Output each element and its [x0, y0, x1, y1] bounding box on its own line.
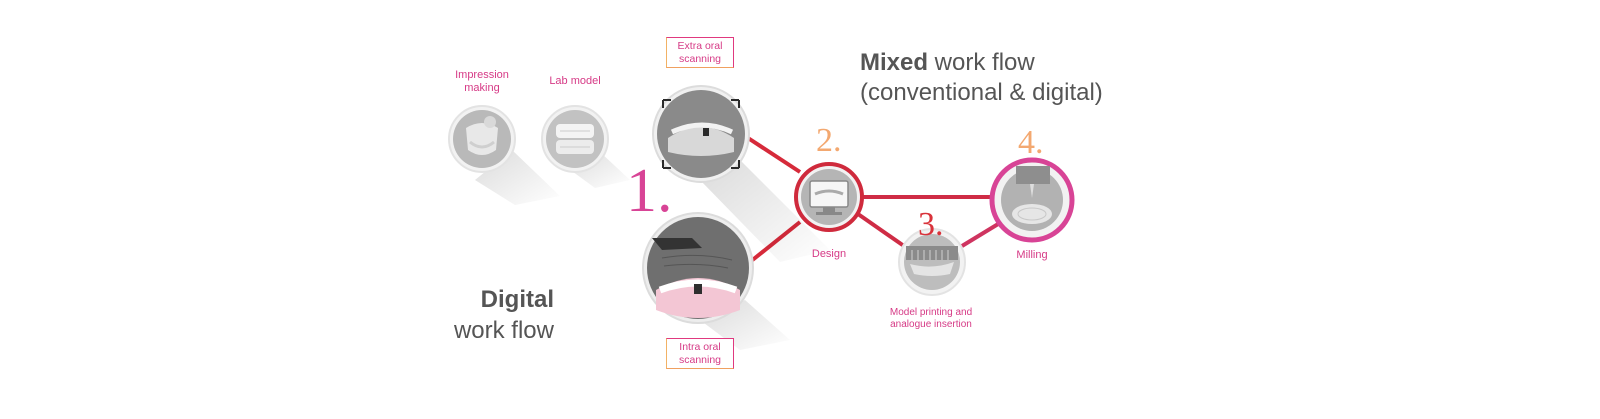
digital-workflow-bold: Digital	[480, 286, 554, 313]
model-printing-node	[898, 228, 966, 296]
milling-node	[989, 157, 1075, 243]
label-milling: Milling	[1016, 249, 1048, 261]
digital-workflow-heading: Digital work flow	[430, 284, 554, 346]
impression-making-node	[448, 105, 516, 173]
mixed-workflow-bold: Mixed	[860, 49, 929, 76]
mixed-workflow-rest: work flow	[928, 49, 1035, 76]
step-number-1: 1.	[626, 157, 673, 225]
label-lab-model: Lab model	[549, 75, 601, 87]
lab-model-node	[541, 105, 609, 173]
step-number-3: 3.	[918, 206, 944, 243]
step-number-4: 4.	[1018, 124, 1044, 161]
mixed-workflow-heading: Mixed work flow (conventional & digital)	[860, 48, 1103, 108]
design-node	[794, 162, 864, 232]
step-number-2: 2.	[816, 122, 842, 159]
intra-oral-scanning-node	[642, 212, 754, 324]
shadow-extra	[700, 160, 830, 262]
mixed-workflow-subtitle: (conventional & digital)	[860, 79, 1103, 106]
extra-oral-scanning-node	[652, 85, 750, 183]
connector-extra-design	[746, 136, 802, 174]
connector-design-printing	[856, 212, 906, 248]
digital-workflow-subtitle: work flow	[453, 317, 554, 344]
label-design: Design	[811, 248, 847, 260]
